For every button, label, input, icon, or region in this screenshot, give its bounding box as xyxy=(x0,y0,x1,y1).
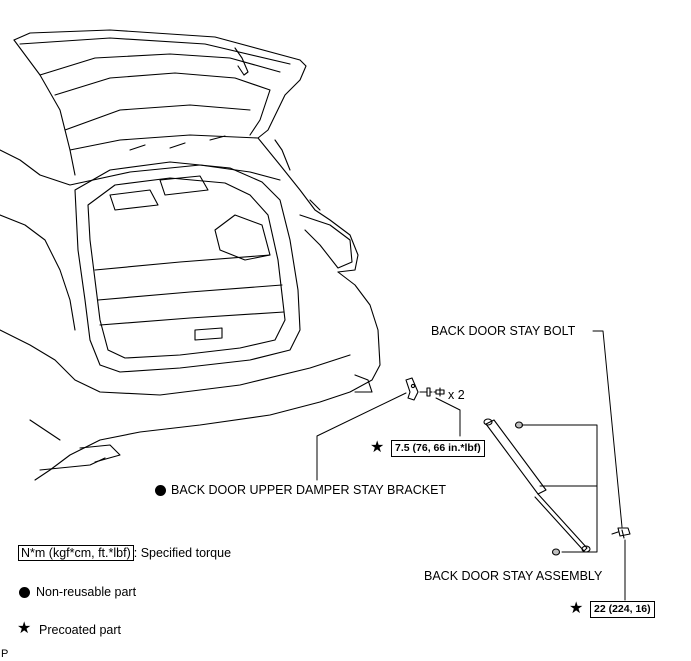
vehicle-body xyxy=(0,137,381,481)
legend-torque-text: : Specified torque xyxy=(133,546,232,560)
legend-torque-unit: N*m (kgf*cm, ft.*lbf) xyxy=(18,545,134,561)
label-back-door-stay-assembly: BACK DOOR STAY ASSEMBLY xyxy=(424,569,603,583)
upper-damper-stay-bracket-part xyxy=(405,377,445,401)
back-door-stay-assembly-part xyxy=(483,418,591,556)
torque-value-stay-bolt: 22 (224, 16) xyxy=(590,601,655,618)
legend-precoated-icon: ★ xyxy=(17,620,32,637)
label-upper-damper-stay-bracket: BACK DOOR UPPER DAMPER STAY BRACKET xyxy=(171,483,447,497)
precoated-star-icon: ★ xyxy=(569,600,584,617)
open-back-door xyxy=(13,29,307,176)
corner-mark: P xyxy=(1,648,9,660)
back-door-stay-bolt-part xyxy=(611,527,631,539)
legend-specified-torque: N*m (kgf*cm, ft.*lbf): Specified torque xyxy=(18,545,232,561)
luggage-compartment xyxy=(74,161,301,373)
torque-value-bracket-bolt: 7.5 (76, 66 in.*lbf) xyxy=(391,440,485,457)
leader-lines xyxy=(316,330,626,601)
legend-precoated-part: Precoated part xyxy=(39,623,121,637)
legend-non-reusable-icon xyxy=(19,587,30,598)
label-quantity: x 2 xyxy=(448,388,465,402)
label-back-door-stay-bolt: BACK DOOR STAY BOLT xyxy=(431,324,576,338)
non-reusable-dot-icon xyxy=(155,485,166,496)
precoated-star-icon: ★ xyxy=(370,439,385,456)
legend-non-reusable-part: Non-reusable part xyxy=(36,585,137,599)
